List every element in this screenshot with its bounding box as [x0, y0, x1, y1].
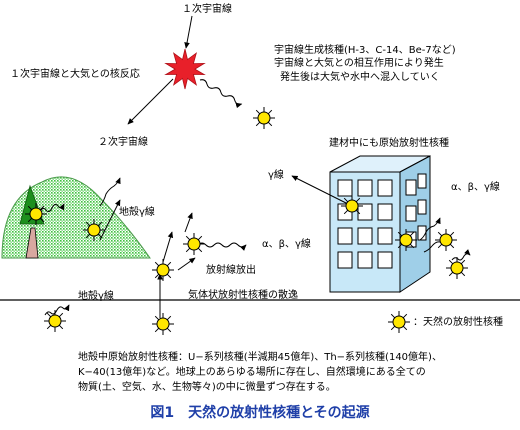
sun-icon-building-2: [394, 228, 418, 252]
sun-icon-center-1: [182, 232, 206, 256]
label-abg-rays-center: α、β、γ線: [262, 239, 311, 250]
label-after-generation: 発生後は大気や水中へ混入していく: [280, 72, 440, 83]
secondary-ray-arrow-left: [127, 78, 174, 125]
building-gamma-arrow: [291, 175, 353, 207]
sun-icon-underground-2: [151, 312, 175, 336]
label-ground-gamma-lower: 地殻γ線: [78, 291, 114, 302]
label-secondary-cosmic-ray: ２次宇宙線: [98, 137, 148, 148]
label-gaseous-diffusion: 気体状放射性核種の散逸: [188, 290, 298, 301]
label-abg-rays-building: α、β、γ線: [451, 182, 500, 193]
sun-icon-top: [252, 106, 276, 130]
sun-icon-hill: [82, 218, 106, 242]
label-gamma-ray: γ線: [268, 170, 284, 181]
label-nuclear-reaction: １次宇宙線と大気との核反応: [10, 69, 140, 80]
ground-gamma-wavy-arrow: [44, 304, 70, 316]
radiation-wavy-arrow: [197, 242, 247, 251]
hill-wavy-arrow: [39, 203, 65, 213]
sun-icon-building-4: [445, 256, 469, 280]
building-wavy-arrow-1: [419, 217, 441, 241]
primary-cosmic-ray-arrow: [184, 15, 193, 49]
description-line-3: 物質(土、空気、水、生物等々)の中に微量ずつ存在する。: [78, 382, 336, 393]
label-building-material: 建材中にも原始放射性核種: [329, 138, 449, 149]
sun-icon-underground-1: [43, 309, 67, 333]
building: [329, 155, 431, 293]
label-cosmogenic-nuclides: 宇宙線生成核種(H-3、C-14、Be-7など): [274, 45, 456, 56]
radiation-arrow-up: [184, 212, 193, 233]
sun-icon-legend: [387, 310, 411, 334]
gas-diffusion-arrow-2: [162, 231, 174, 263]
description-line-1: 地殻中原始放射性核種：U−系列核種(半減期45億年)、Th−系列核種(140億年…: [78, 352, 442, 363]
nuclear-reaction-star-icon: [164, 48, 206, 90]
label-cosmic-interaction: 宇宙線と大気との相互作用により発生: [274, 58, 444, 69]
wavy-arrow-to-sun: [199, 79, 243, 109]
sun-icon-building-1: [340, 194, 364, 218]
hill-gamma-arrow-top: [99, 177, 121, 207]
radiation-arrow-down: [177, 257, 196, 271]
sun-icon-tree: [24, 202, 48, 226]
sun-icon-building-3: [434, 228, 458, 252]
hill: [1, 176, 151, 259]
label-primary-cosmic-ray: １次宇宙線: [182, 4, 232, 15]
gamma-arrow-right: [99, 199, 121, 241]
building-wavy-arrow-3: [451, 249, 471, 261]
legend-label: ：天然の放射性核種: [413, 317, 503, 328]
label-radiation-emission: 放射線放出: [206, 265, 256, 276]
sun-icon-center-2: [151, 258, 175, 282]
description-line-2: K−40(13億年)など。地球上のあらゆる場所に存在し、自然環境にある全ての: [78, 367, 426, 378]
label-ground-gamma-upper: 地殻γ線: [119, 207, 155, 218]
figure-caption: 図1 天然の放射性核種とその起源: [150, 405, 370, 421]
